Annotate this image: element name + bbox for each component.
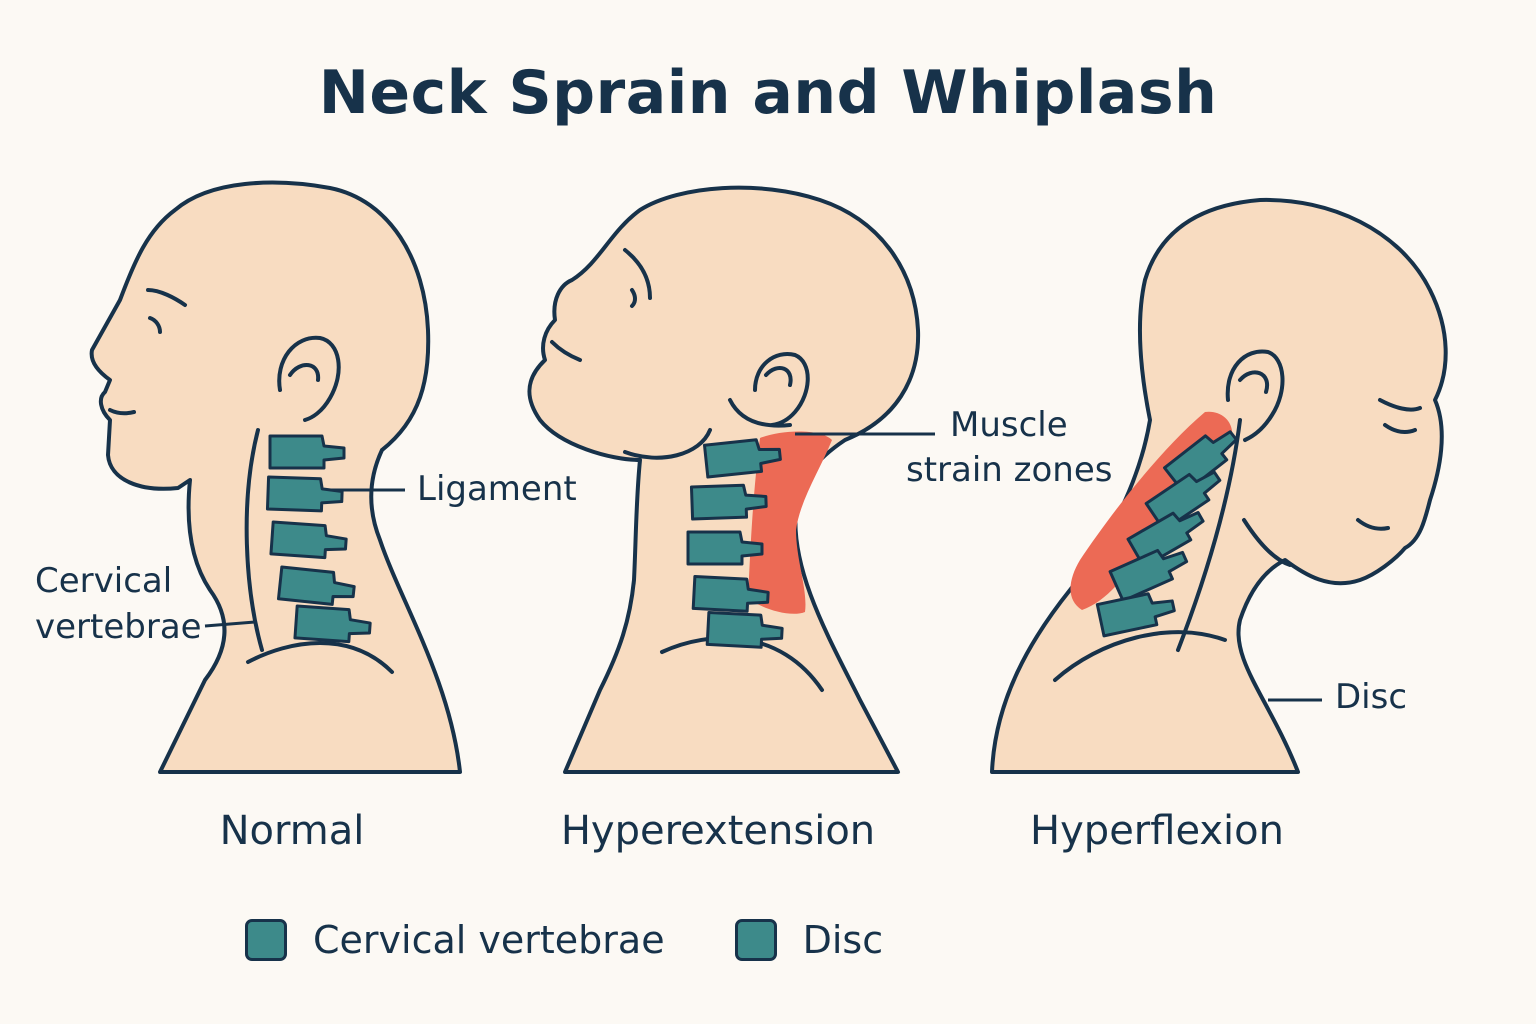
hyperflexion-shoulder [1053,630,1227,682]
hyperextension-jaw [623,428,712,460]
callout-lines [204,432,1322,702]
legend-swatch-vertebrae [245,919,287,961]
hyperflexion-ear [1225,349,1285,442]
hyperextension-head-body [527,185,921,774]
legend-label-disc: Disc [802,918,884,962]
hyperextension-strain-zone [748,431,832,614]
hyperextension-ear [753,352,810,427]
normal-ear [277,335,341,422]
legend: Cervical vertebrae Disc [245,915,953,965]
ligament-label: Ligament [417,469,577,509]
muscle-label-line1: Muscle [950,405,1068,445]
caption-hyperextension: Hyperextension [560,808,876,854]
disc-label: Disc [1335,677,1407,717]
caption-hyperflexion: Hyperflexion [1030,808,1284,854]
legend-item-disc: Disc [734,918,884,962]
figure-hyperextension [527,185,921,774]
normal-mouth [108,408,136,416]
normal-shoulder [246,641,394,674]
cervical-label-line2: vertebrae [35,607,202,647]
hyperextension-mouth [550,340,582,362]
cervical-leader [204,620,256,628]
legend-item-vertebrae: Cervical vertebrae [245,918,665,962]
hyperflexion-mouth [1356,518,1390,531]
caption-normal: Normal [219,808,365,854]
hyperflexion-eye [1378,398,1422,412]
legend-swatch-disc [734,919,777,961]
muscle-label-line2: strain zones [906,450,1113,490]
cervical-label-line1: Cervical [35,561,172,601]
legend-label-vertebrae: Cervical vertebrae [313,918,665,962]
page-title: Neck Sprain and Whiplash [318,58,1218,128]
hyperextension-eye [623,248,652,300]
normal-eye [146,288,187,307]
